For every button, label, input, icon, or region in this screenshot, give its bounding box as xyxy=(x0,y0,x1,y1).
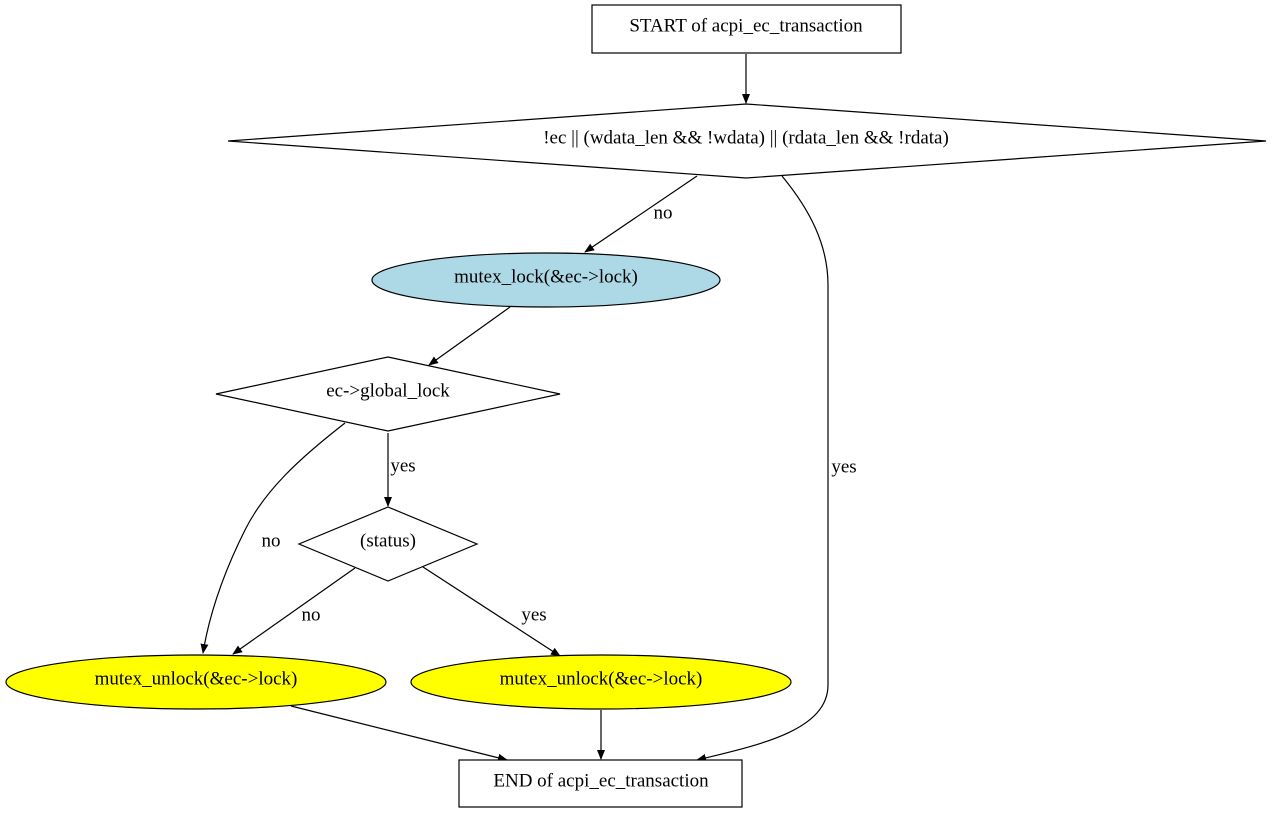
start-node-label: START of acpi_ec_transaction xyxy=(629,16,863,37)
edge-label-args-no: no xyxy=(654,203,673,224)
cond-args-label: !ec || (wdata_len && !wdata) || (rdata_l… xyxy=(543,128,949,149)
edge-cond-args-no xyxy=(584,175,698,253)
edge-labels-layer: no yes yes no no yes xyxy=(262,203,857,626)
edges-layer xyxy=(200,54,829,762)
edge-status-yes xyxy=(422,566,561,657)
edge-unlock-left-to-end xyxy=(290,705,508,762)
end-node-label: END of acpi_ec_transaction xyxy=(493,771,709,792)
edge-label-args-yes: yes xyxy=(831,457,856,478)
nodes-layer: START of acpi_ec_transaction !ec || (wda… xyxy=(5,4,1267,808)
edge-label-status-no: no xyxy=(302,605,321,626)
edge-label-global-yes: yes xyxy=(390,456,415,477)
edge-global-lock-no xyxy=(200,422,346,654)
unlock-left-label: mutex_unlock(&ec->lock) xyxy=(95,669,298,690)
end-node[interactable]: END of acpi_ec_transaction xyxy=(458,759,743,808)
edge-status-no xyxy=(232,567,356,655)
cond-global-lock-label: ec->global_lock xyxy=(326,381,450,402)
edge-cond-args-yes xyxy=(696,175,829,762)
edge-mutex-lock-to-global-lock xyxy=(428,306,511,366)
unlock-right-label: mutex_unlock(&ec->lock) xyxy=(500,669,703,690)
mutex-lock-label: mutex_lock(&ec->lock) xyxy=(454,267,638,288)
mutex-lock-node[interactable]: mutex_lock(&ec->lock) xyxy=(371,252,721,308)
cond-status-node[interactable]: (status) xyxy=(297,506,479,582)
edge-label-status-yes: yes xyxy=(521,605,546,626)
cond-status-label: (status) xyxy=(360,531,416,552)
unlock-left-node[interactable]: mutex_unlock(&ec->lock) xyxy=(5,654,387,710)
start-node[interactable]: START of acpi_ec_transaction xyxy=(591,4,902,54)
cond-args-node[interactable]: !ec || (wdata_len && !wdata) || (rdata_l… xyxy=(227,103,1267,179)
unlock-right-node[interactable]: mutex_unlock(&ec->lock) xyxy=(410,654,792,710)
edge-label-global-no: no xyxy=(262,531,281,552)
cond-global-lock-node[interactable]: ec->global_lock xyxy=(215,356,561,432)
